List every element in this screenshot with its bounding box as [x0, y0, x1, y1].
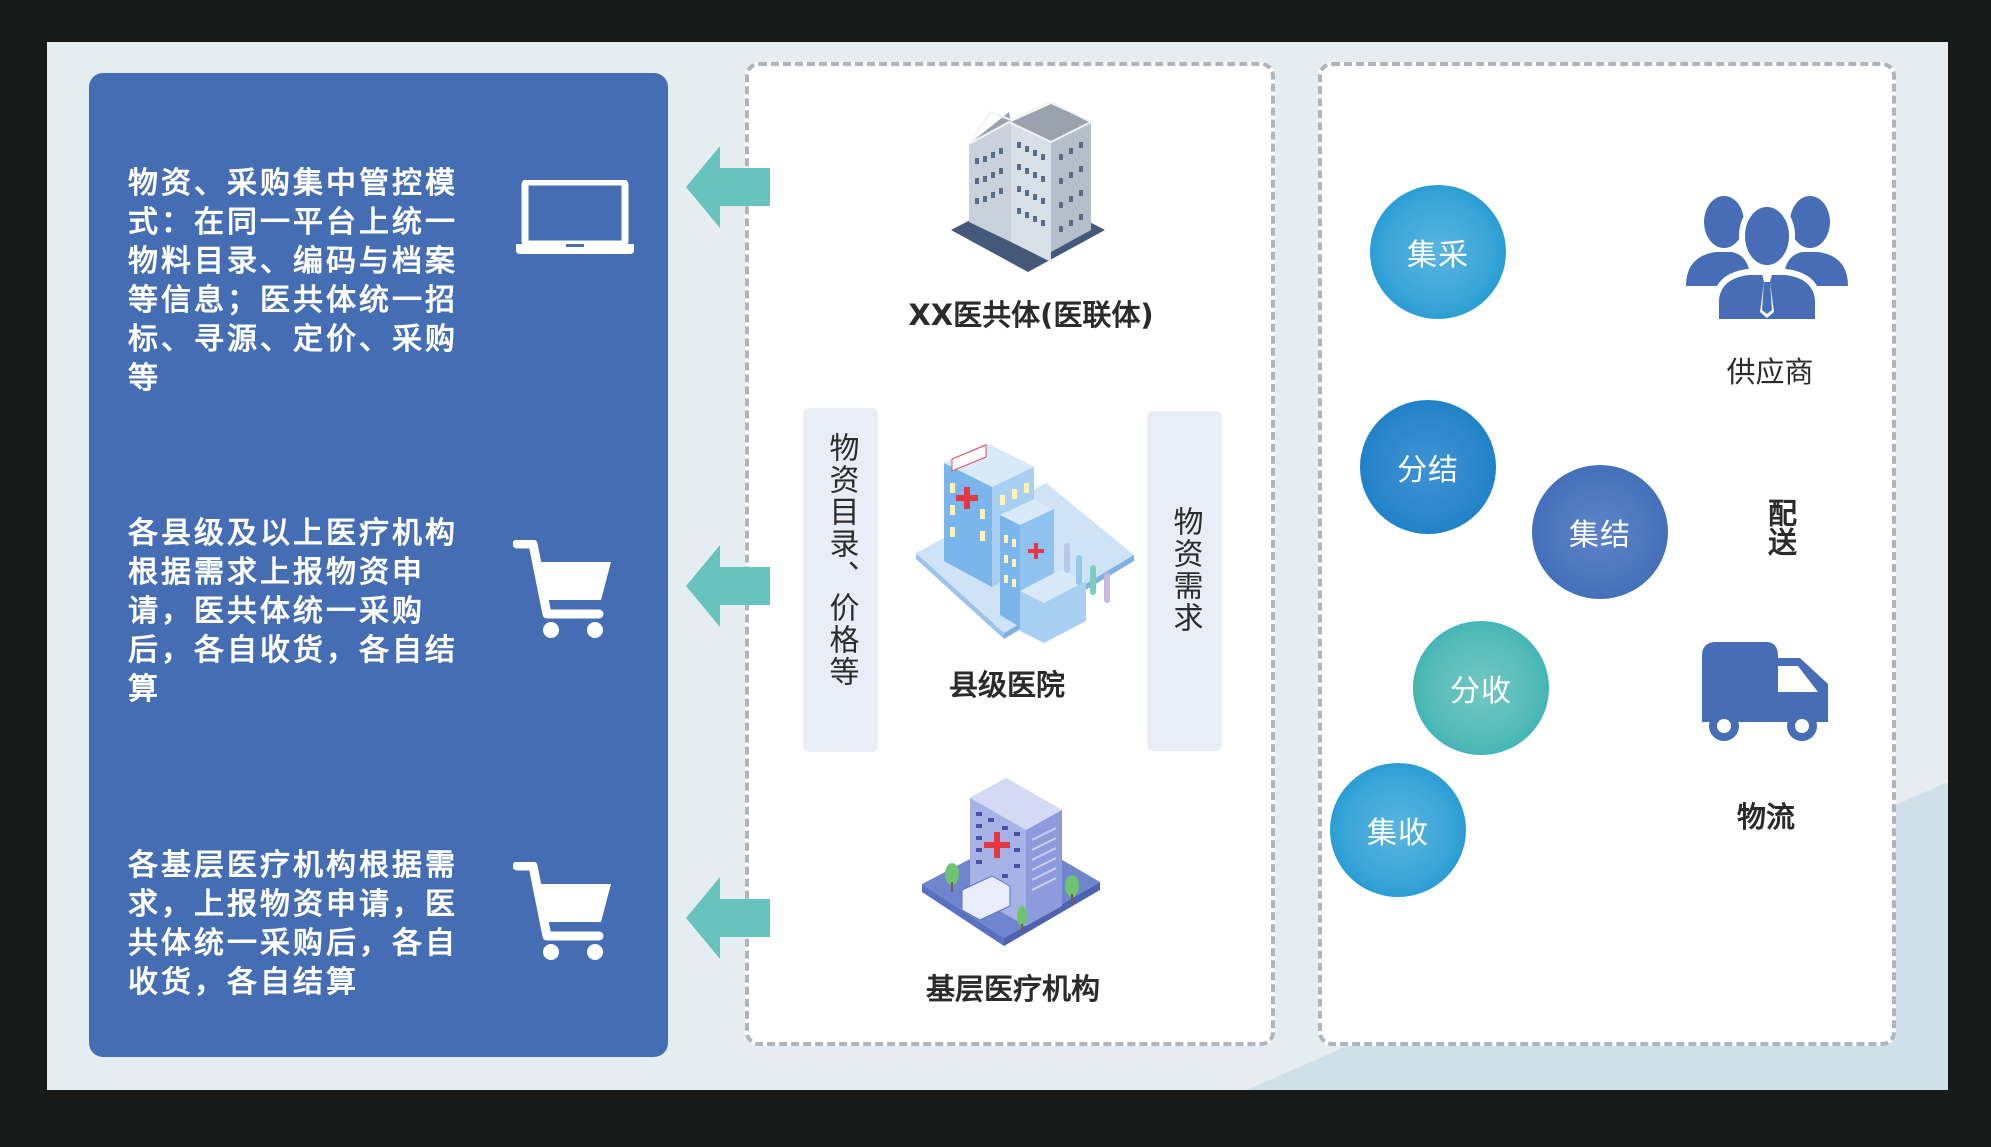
office-building-icon — [951, 102, 1105, 272]
delivery-truck-icon — [1702, 642, 1828, 741]
catalog-price-flow-panel: 物资目录、价格等 — [803, 408, 878, 752]
primary-care-description: 各基层医疗机构根据需求，上报物资申请，医共体统一采购后，各自收货，各自结算 — [128, 848, 458, 1000]
material-demand-flow-label: 物资需求 — [1167, 506, 1203, 634]
left-arrow-icon — [686, 146, 770, 228]
bubble-centralized-receipt: 集收 — [1330, 763, 1466, 897]
catalog-price-flow-label: 物资目录、价格等 — [823, 432, 859, 688]
medical-community-label: XX医共体(医联体) — [908, 298, 1154, 332]
bubble-centralized-settlement: 集结 — [1532, 465, 1668, 599]
bubble-separate-settlement: 分结 — [1360, 400, 1496, 534]
primary-care-label: 基层医疗机构 — [925, 972, 1101, 1006]
hospital-complex-icon — [916, 443, 1134, 643]
supplier-label: 供应商 — [1726, 355, 1814, 389]
delivery-label: 配送 — [1763, 498, 1798, 556]
bubble-separate-receipt: 分收 — [1413, 621, 1549, 755]
bubble-centralized-purchase: 集采 — [1370, 185, 1506, 319]
county-hospital-label: 县级医院 — [948, 668, 1066, 702]
clinic-building-icon — [922, 778, 1100, 946]
centralized-control-description: 物资、采购集中管控模式：在同一平台上统一物料目录、编码与档案等信息；医共体统一招… — [128, 166, 458, 396]
logistics-label: 物流 — [1736, 800, 1796, 834]
material-demand-flow-panel: 物资需求 — [1147, 411, 1222, 751]
left-arrow-icon — [686, 545, 770, 627]
shopping-cart-icon — [513, 540, 611, 638]
laptop-icon — [516, 180, 634, 254]
county-hospital-description: 各县级及以上医疗机构根据需求上报物资申请，医共体统一采购后，各自收货，各自结算 — [128, 516, 458, 707]
suppliers-group-icon — [1686, 196, 1848, 322]
shopping-cart-icon — [513, 862, 611, 960]
left-arrow-icon — [686, 877, 770, 959]
